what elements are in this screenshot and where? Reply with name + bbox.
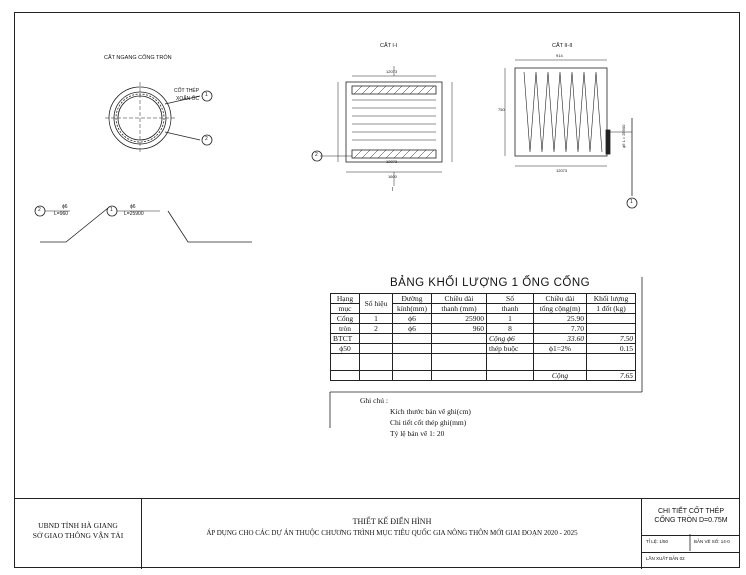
dim-bottom-1: 12073 (386, 159, 398, 164)
marker-2c-label: 2 (38, 207, 41, 213)
title-block-project: THIẾT KẾ ĐIỂN HÌNH ÁP DỤNG CHO CÁC DỰ ÁN… (142, 499, 642, 569)
bar2-len: L=960 (54, 211, 69, 217)
note-1: Kích thước bản vẽ ghi(cm) (390, 407, 471, 416)
org-line-1: UBND TỈNH HÀ GIANG (38, 521, 118, 530)
issue-label: LẦN XUẤT BẢN 02 (646, 556, 685, 561)
marker-1c-label: 1 (110, 207, 113, 213)
scale-row: TỈ LỆ: 1/50 BẢN VẼ SỐ: 14-0 (642, 535, 740, 553)
dim-length-1: 1600 (388, 174, 397, 179)
marker-2b-label: 2 (315, 152, 318, 158)
marker-2b-circle (311, 150, 323, 162)
marker-2-label: 2 (205, 136, 208, 142)
drawing-sheet (14, 12, 740, 568)
note-2: Chi tiết cốt thép ghi(mm) (390, 418, 467, 427)
section-2-outline (514, 67, 608, 157)
marker-1-label: 1 (205, 92, 208, 98)
h-item-1: Hạng (336, 294, 354, 303)
dim-height-2: 750 (498, 107, 505, 112)
title-block-sheet: CHI TIẾT CỐT THÉP CỐNG TRÒN D=0.75M TỈ L… (642, 499, 740, 569)
bar1-dia: ϕ6 (130, 204, 136, 210)
project-title: THIẾT KẾ ĐIỂN HÌNH (352, 517, 432, 526)
dim-top-1: 12073 (386, 69, 398, 74)
total-weight: 7.65 (586, 370, 636, 381)
note-3: Tỷ lệ bản vẽ 1: 20 (390, 429, 445, 438)
rebar-label-1: CỐT THÉP (174, 88, 200, 94)
bar1-len: L=25900 (124, 211, 144, 217)
section-round-title: CẮT NGANG CỐNG TRÒN (104, 55, 172, 61)
marker-1b-label: 1 (630, 199, 633, 205)
scale-label: TỈ LỆ: 1/50 (646, 539, 669, 544)
title-block-org: UBND TỈNH HÀ GIANG SỞ GIAO THÔNG VẬN TẢI (14, 499, 142, 569)
issue-row: LẦN XUẤT BẢN 02 (642, 552, 740, 570)
project-subtitle: ÁP DỤNG CHO CÁC DỰ ÁN THUỘC CHƯƠNG TRÌNH… (206, 529, 578, 537)
marker-I-label: I (392, 187, 394, 193)
dim-bottom-2: 12073 (556, 168, 568, 173)
marker-2-circle (201, 134, 213, 146)
bar-1-shape (167, 210, 252, 243)
org-line-2: SỞ GIAO THÔNG VẬN TẢI (32, 531, 124, 540)
quantity-table-title: BẢNG KHỐI LƯỢNG 1 ỐNG CỐNG (390, 277, 591, 289)
table-row (330, 353, 636, 371)
sheet-number: BẢN VẼ SỐ: 14-0 (694, 539, 730, 544)
marker-1-circle (201, 90, 213, 102)
title-block: UBND TỈNH HÀ GIANG SỞ GIAO THÔNG VẬN TẢI… (14, 498, 740, 569)
section-2-title: CẮT II-II (552, 43, 573, 49)
sheet-title-1: CHI TIẾT CỐT THÉP (658, 508, 724, 515)
rebar-label-2: XOẮN ỐC (176, 96, 200, 102)
org-name: UBND TỈNH HÀ GIANG SỞ GIAO THÔNG VẬN TẢI (14, 521, 142, 541)
notes-block: Ghi chú : Kích thước bản vẽ ghi(cm) Chi … (360, 395, 471, 439)
notes-title: Ghi chú : (360, 396, 388, 405)
bar-2-shape (40, 207, 109, 243)
section-1-outline (345, 81, 443, 163)
bar2-dia: ϕ6 (62, 204, 68, 210)
quantity-table: Hạng Số hiệu Đường Chiều dài Số Chiều dà… (330, 293, 636, 381)
section-1-title: CẮT I-I (380, 43, 398, 49)
quantity-table-block: BẢNG KHỐI LƯỢNG 1 ỐNG CỐNG Hạng Số hiệu … (330, 277, 642, 392)
marker-1b-circle (626, 197, 638, 209)
sheet-title-2: CỐNG TRÒN D=0.75M (654, 517, 728, 524)
sheet-title: CHI TIẾT CỐT THÉP CỐNG TRÒN D=0.75M (642, 507, 740, 525)
table-row: Cộng 7.65 (330, 370, 636, 381)
spiral-rebar-zigzag (523, 71, 603, 153)
dim-top-2: 914 (556, 53, 563, 58)
